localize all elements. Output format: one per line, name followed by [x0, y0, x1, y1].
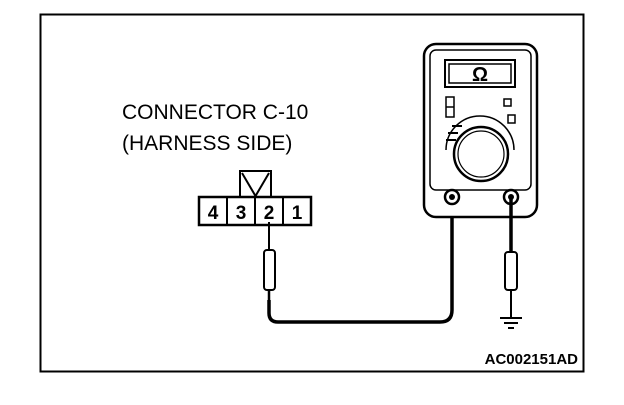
meter-knob [452, 125, 510, 183]
pin-label-3: 3 [236, 203, 247, 224]
ohmmeter: Ω [422, 42, 539, 219]
meter-jack-com [443, 188, 461, 206]
pin-label-4: 4 [208, 203, 219, 224]
connector-c10: 4 3 2 1 [197, 170, 313, 227]
pin-label-2: 2 [264, 203, 275, 224]
connector-title: CONNECTOR C-10 [122, 101, 308, 124]
figure-code: AC002151AD [485, 351, 579, 368]
figure-frame [39, 13, 585, 373]
ohm-symbol: Ω [472, 64, 488, 86]
connector-latch [239, 170, 272, 198]
connector-subtitle: (HARNESS SIDE) [122, 132, 292, 155]
ground-symbol-icon [500, 317, 522, 329]
meter-range-dial [445, 115, 515, 183]
test-lead-positive [267, 197, 454, 324]
pin-label-1: 1 [292, 203, 303, 224]
test-probe-ground [504, 251, 518, 317]
test-probe-pin2 [263, 222, 276, 300]
